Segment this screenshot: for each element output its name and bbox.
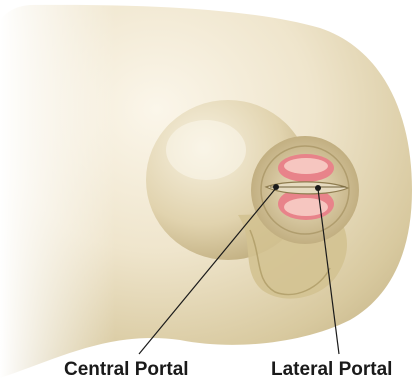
central-portal-label: Central Portal — [64, 360, 189, 379]
lateral-portal-label: Lateral Portal — [271, 360, 392, 379]
central-portal-marker — [273, 184, 279, 190]
